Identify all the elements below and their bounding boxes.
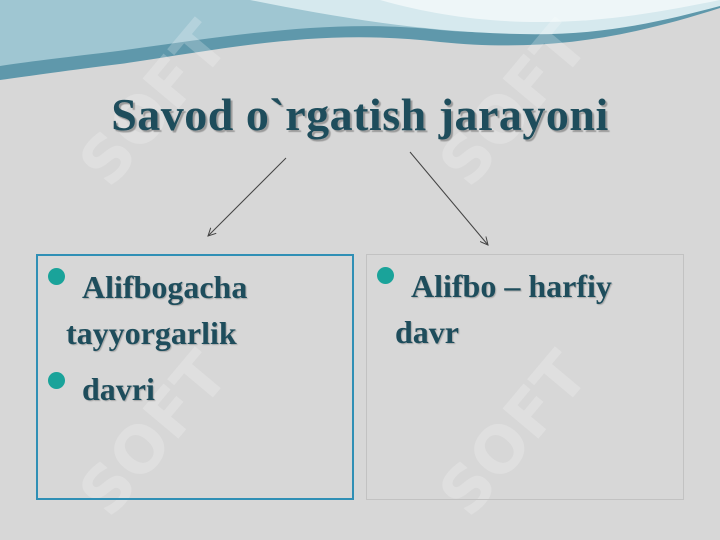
right-item-line1: Alifbo – harfiy	[411, 268, 612, 304]
left-box: Alifbogacha tayyorgarlik davri	[36, 254, 354, 500]
left-item-line2: tayyorgarlik	[66, 315, 237, 351]
slide-title: Savod o`rgatish jarayoni	[111, 89, 609, 140]
header-wave-decoration	[0, 0, 720, 80]
bullet-icon	[48, 268, 65, 285]
left-item-line3: davri	[82, 371, 155, 407]
right-box: Alifbo – harfiy davr	[366, 254, 684, 500]
arrow-right	[409, 151, 488, 245]
arrow-left	[208, 157, 287, 236]
bullet-icon	[377, 267, 394, 284]
bullet-icon	[48, 372, 65, 389]
right-item-line2: davr	[395, 314, 459, 350]
left-item-line1: Alifbogacha	[82, 269, 248, 305]
